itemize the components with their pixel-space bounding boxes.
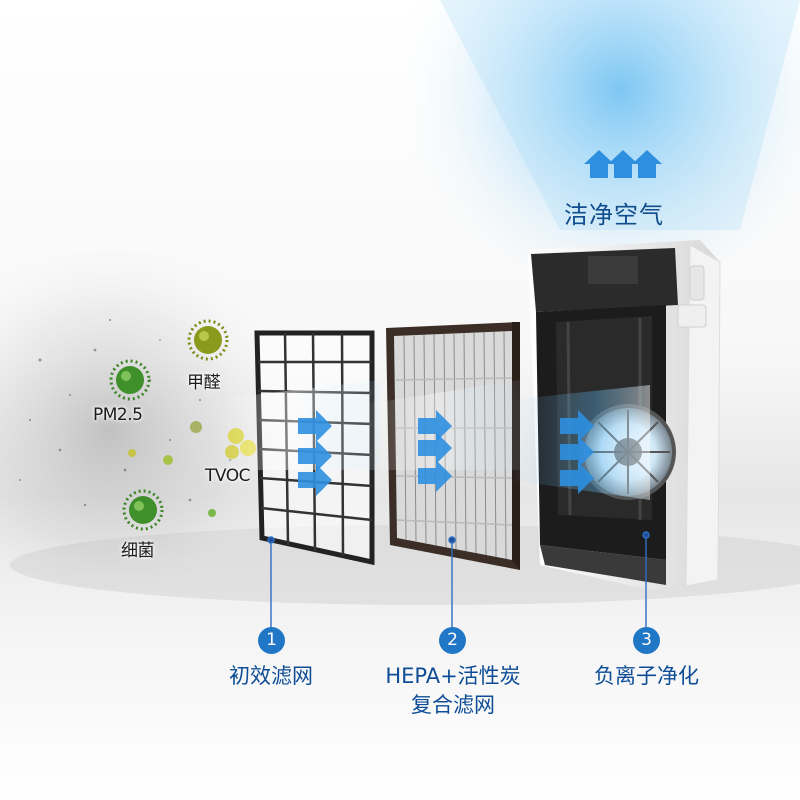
- bacteria-label: 细菌: [121, 541, 155, 561]
- clean-air-up-arrows: [584, 150, 662, 178]
- stage-3-caption: 负离子净化: [594, 664, 699, 688]
- airflow-arrows: [298, 410, 594, 496]
- stage-1-caption: 初效滤网: [229, 664, 313, 688]
- stage-2-subcaption: 复合滤网: [411, 693, 495, 717]
- formaldehyde-label: 甲醛: [187, 373, 221, 393]
- clean-air-label: 洁净空气: [564, 201, 664, 229]
- tvoc-label: TVOC: [205, 466, 250, 486]
- bacteria-particle-icon: [122, 489, 164, 531]
- stage-2-caption: HEPA+活性炭: [385, 664, 521, 688]
- stage-2-number-badge: 2: [439, 627, 466, 654]
- stage-3-number-badge: 3: [633, 627, 660, 654]
- stage-1-number-badge: 1: [258, 627, 285, 654]
- formaldehyde-particle-icon: [187, 319, 229, 361]
- pm25-label: PM2.5: [93, 405, 143, 425]
- pm25-particle-icon: [109, 359, 151, 401]
